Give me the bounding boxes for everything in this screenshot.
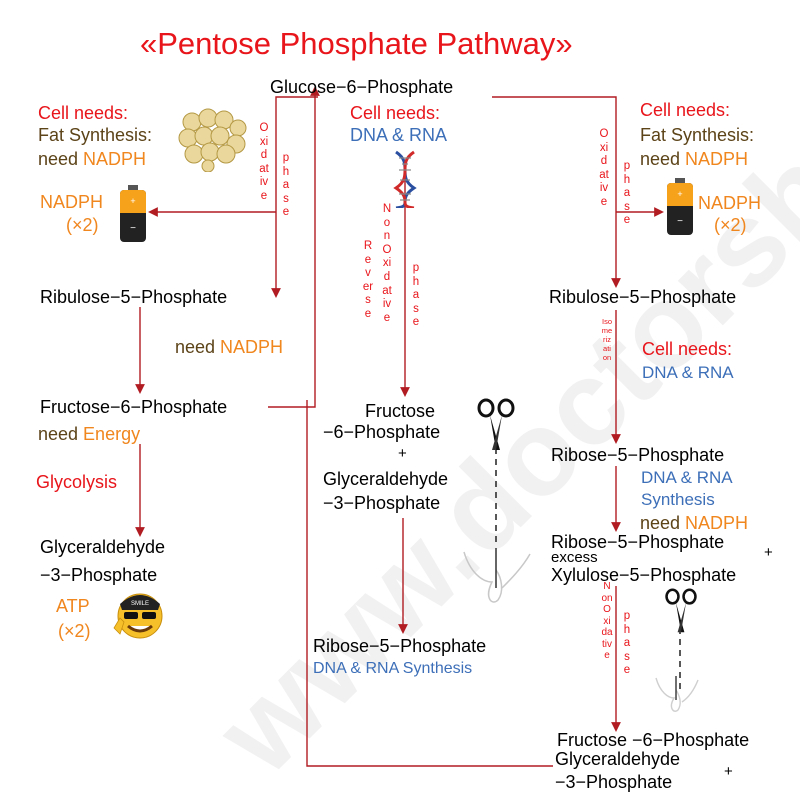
right-plus-2: + (724, 763, 733, 780)
fat-cells-icon (178, 108, 247, 172)
cut-thread-icon (655, 676, 699, 712)
left-nadph-label: NADPH (40, 192, 104, 212)
battery-icon: + − (667, 178, 693, 235)
right-nadph-label: NADPH (698, 193, 762, 213)
right-cell-needs: Cell needs: (640, 100, 731, 120)
right-fructose-6-phosphate: Fructose −6−Phosphate (557, 730, 750, 750)
right-need-nadph-2: need NADPH (640, 513, 749, 533)
right-isomerization-label: Isomerization (601, 317, 613, 362)
right-synthesis: Synthesis (641, 490, 715, 509)
left-need-nadph-2: need NADPH (175, 337, 284, 357)
middle-synthesis: DNA & RNA Synthesis (313, 660, 473, 677)
scissors-icon (477, 398, 515, 450)
left-atp-x2: (×2) (58, 621, 91, 641)
middle-nonoxidative-label: NonOxidative (382, 203, 392, 324)
right-xylulose-5-phosphate: Xylulose−5−Phosphate (551, 565, 737, 585)
middle-fructose-a: Fructose (365, 401, 436, 421)
right-nadph-x2: (×2) (714, 215, 747, 235)
arrow-g6p-to-ribulose-right (492, 96, 621, 288)
right-oxidative-label: Oxidative (599, 128, 609, 208)
arrow-fructose-to-g3p-up (268, 86, 320, 408)
arrow-g6p-to-ribulose-left (271, 96, 318, 298)
scissors-icon (665, 588, 697, 633)
cut-thread-icon (463, 548, 531, 603)
page-title: «Pentose Phosphate Pathway» (140, 26, 573, 61)
right-cell-needs-2: Cell needs: (642, 339, 733, 359)
left-glycolysis: Glycolysis (36, 472, 118, 492)
left-ribulose-5-phosphate: Ribulose−5−Phosphate (40, 287, 228, 307)
right-phase-label-2: phase (623, 610, 631, 677)
middle-fructose-b: −6−Phosphate (323, 422, 441, 442)
right-g3p-b: −3−Phosphate (555, 772, 673, 792)
right-dna-rna-2: DNA & RNA (641, 468, 733, 487)
middle-g3p-b: −3−Phosphate (323, 493, 441, 513)
right-fat-synthesis: Fat Synthesis: (640, 125, 755, 145)
dna-icon (393, 150, 417, 208)
right-nonoxidative-label: NonOxidative (601, 581, 613, 661)
middle-cell-needs: Cell needs: (350, 103, 441, 123)
left-oxidative-label: Oxidative (259, 122, 269, 202)
left-phase-label: phase (282, 152, 290, 219)
svg-text:−: − (677, 216, 683, 227)
right-plus: + (764, 544, 773, 561)
left-g3p-b: −3−Phosphate (40, 565, 158, 585)
left-fructose-6-phosphate: Fructose−6−Phosphate (40, 397, 228, 417)
left-fat-synthesis: Fat Synthesis: (38, 125, 153, 145)
svg-text:−: − (130, 223, 136, 234)
arrow-bottom-loop (306, 400, 553, 767)
middle-g3p-a: Glyceraldehyde (323, 469, 449, 489)
middle-phase-label: phase (412, 262, 420, 329)
smiley-icon: SMILE (113, 593, 163, 639)
left-g3p-a: Glyceraldehyde (40, 537, 166, 557)
smiley-cap-text: SMILE (131, 601, 149, 607)
middle-dna-rna: DNA & RNA (350, 125, 448, 145)
right-g3p-a: Glyceraldehyde (555, 749, 681, 769)
left-cell-needs: Cell needs: (38, 103, 129, 123)
left-need-nadph: need NADPH (38, 149, 147, 169)
right-ribose-excess-a: Ribose−5−Phosphate (551, 532, 725, 552)
glucose-6-phosphate: Glucose−6−Phosphate (270, 77, 454, 97)
right-ribose-5-phosphate: Ribose−5−Phosphate (551, 445, 725, 465)
right-ribulose-5-phosphate: Ribulose−5−Phosphate (549, 287, 737, 307)
left-nadph-x2: (×2) (66, 215, 99, 235)
middle-reverse-label: Reverse (362, 240, 374, 320)
middle-plus: + (398, 445, 407, 462)
svg-text:+: + (677, 189, 682, 199)
right-need-nadph: need NADPH (640, 149, 749, 169)
left-need-energy: need Energy (38, 424, 141, 444)
right-ribose-excess-b: excess (551, 549, 598, 566)
svg-text:+: + (130, 196, 135, 206)
left-atp: ATP (56, 596, 90, 616)
right-phase-label: phase (623, 160, 631, 227)
middle-ribose-5-phosphate: Ribose−5−Phosphate (313, 636, 487, 656)
right-dna-rna: DNA & RNA (642, 363, 734, 382)
battery-icon: + − (120, 185, 146, 242)
